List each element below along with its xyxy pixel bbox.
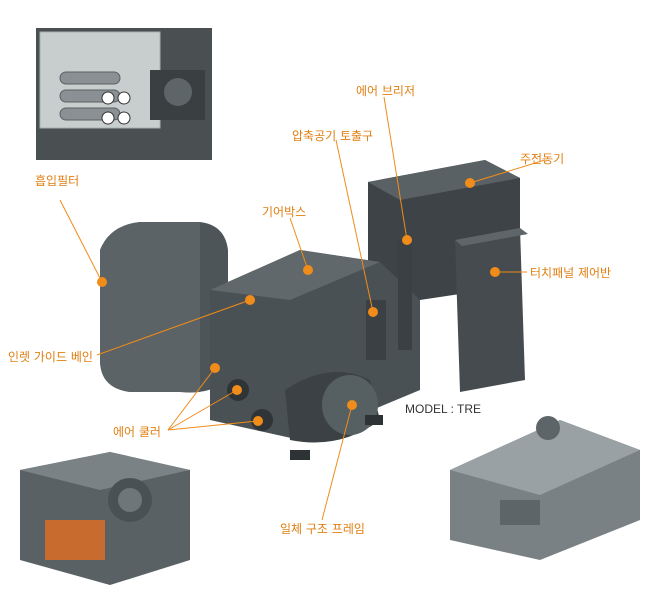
inset-frame	[450, 416, 640, 560]
label-discharge: 압축공기 토출구	[292, 129, 374, 143]
marker-discharge	[368, 307, 378, 317]
marker-air-cooler-2	[232, 385, 242, 395]
model-label: MODEL : TRE	[405, 402, 482, 416]
marker-intake-filter	[97, 277, 107, 287]
label-touch-panel: 터치패널 제어반	[530, 266, 612, 280]
inset-cooler-module	[20, 452, 190, 585]
marker-gearbox	[303, 265, 313, 275]
inset-cooler-cutaway	[36, 28, 212, 160]
leader-lines	[59, 96, 546, 521]
label-intake-filter: 흡입필터	[35, 174, 80, 188]
label-air-cooler: 에어 쿨러	[113, 425, 161, 439]
label-markers	[97, 178, 500, 426]
main-compressor	[100, 160, 528, 460]
label-inlet-guide-vane: 인렛 가이드 베인	[8, 350, 93, 364]
marker-air-cooler-1	[210, 363, 220, 373]
marker-touch-panel	[490, 267, 500, 277]
marker-frame	[347, 400, 357, 410]
label-gearbox: 기어박스	[262, 205, 307, 219]
marker-air-cooler-3	[253, 416, 263, 426]
label-main-motor: 주전동기	[520, 152, 565, 166]
marker-inlet-guide-vane	[245, 295, 255, 305]
label-air-breather: 에어 브리저	[356, 84, 416, 98]
marker-main-motor	[465, 178, 475, 188]
marker-air-breather	[402, 235, 412, 245]
label-frame: 일체 구조 프레임	[280, 522, 365, 536]
